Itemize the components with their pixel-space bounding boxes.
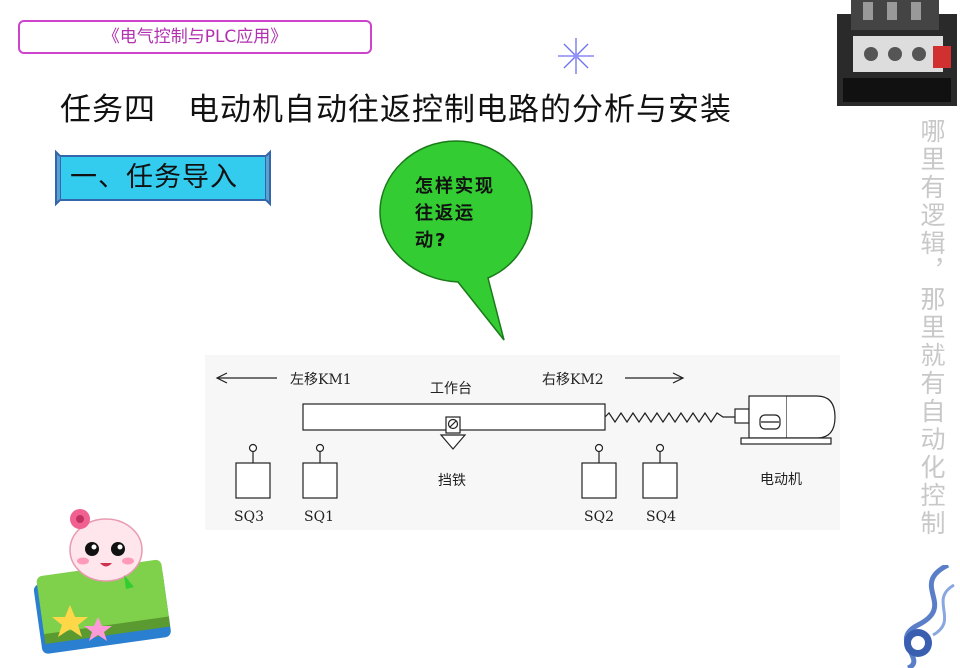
- switch-label-sq1: SQ1: [304, 509, 334, 525]
- diagram-panel: [205, 355, 840, 530]
- work-table-label: 工作台: [430, 381, 472, 397]
- side-slogan: 哪里有逻辑，那里就有自动化控制: [917, 118, 946, 538]
- section-heading-scroll: [55, 149, 271, 207]
- stop-iron-arrow: [439, 434, 467, 450]
- stop-iron-label: 挡铁: [438, 473, 466, 489]
- sparkle-icon: [558, 38, 594, 74]
- limit-switch-sq4: [642, 443, 678, 499]
- switch-label-sq4: SQ4: [646, 509, 676, 525]
- speech-bubble-text: 怎样实现往返运动?: [415, 176, 495, 251]
- reciprocating-table-diagram: [215, 372, 836, 499]
- thermal-relay-image: [837, 0, 957, 106]
- page-title: 任务四 电动机自动往返控制电路的分析与安装: [60, 92, 732, 128]
- course-title-banner: 《电气控制与PLC应用》: [18, 20, 372, 54]
- mascot-with-book: [33, 509, 171, 654]
- switch-label-sq3: SQ3: [234, 509, 264, 525]
- motor-symbol: [734, 395, 836, 445]
- spring: [604, 411, 735, 424]
- limit-switch-sq2: [581, 443, 617, 499]
- limit-switch-sq3: [235, 443, 271, 499]
- section-heading: 一、任务导入: [70, 162, 238, 193]
- blue-swirl-ornament: [903, 565, 955, 668]
- motor-label: 电动机: [760, 472, 802, 488]
- left-move-label: 左移KM1: [290, 372, 352, 388]
- limit-switch-sq1: [302, 443, 338, 499]
- speech-bubble: [379, 140, 533, 341]
- switch-label-sq2: SQ2: [584, 509, 614, 525]
- right-move-label: 右移KM2: [542, 372, 604, 388]
